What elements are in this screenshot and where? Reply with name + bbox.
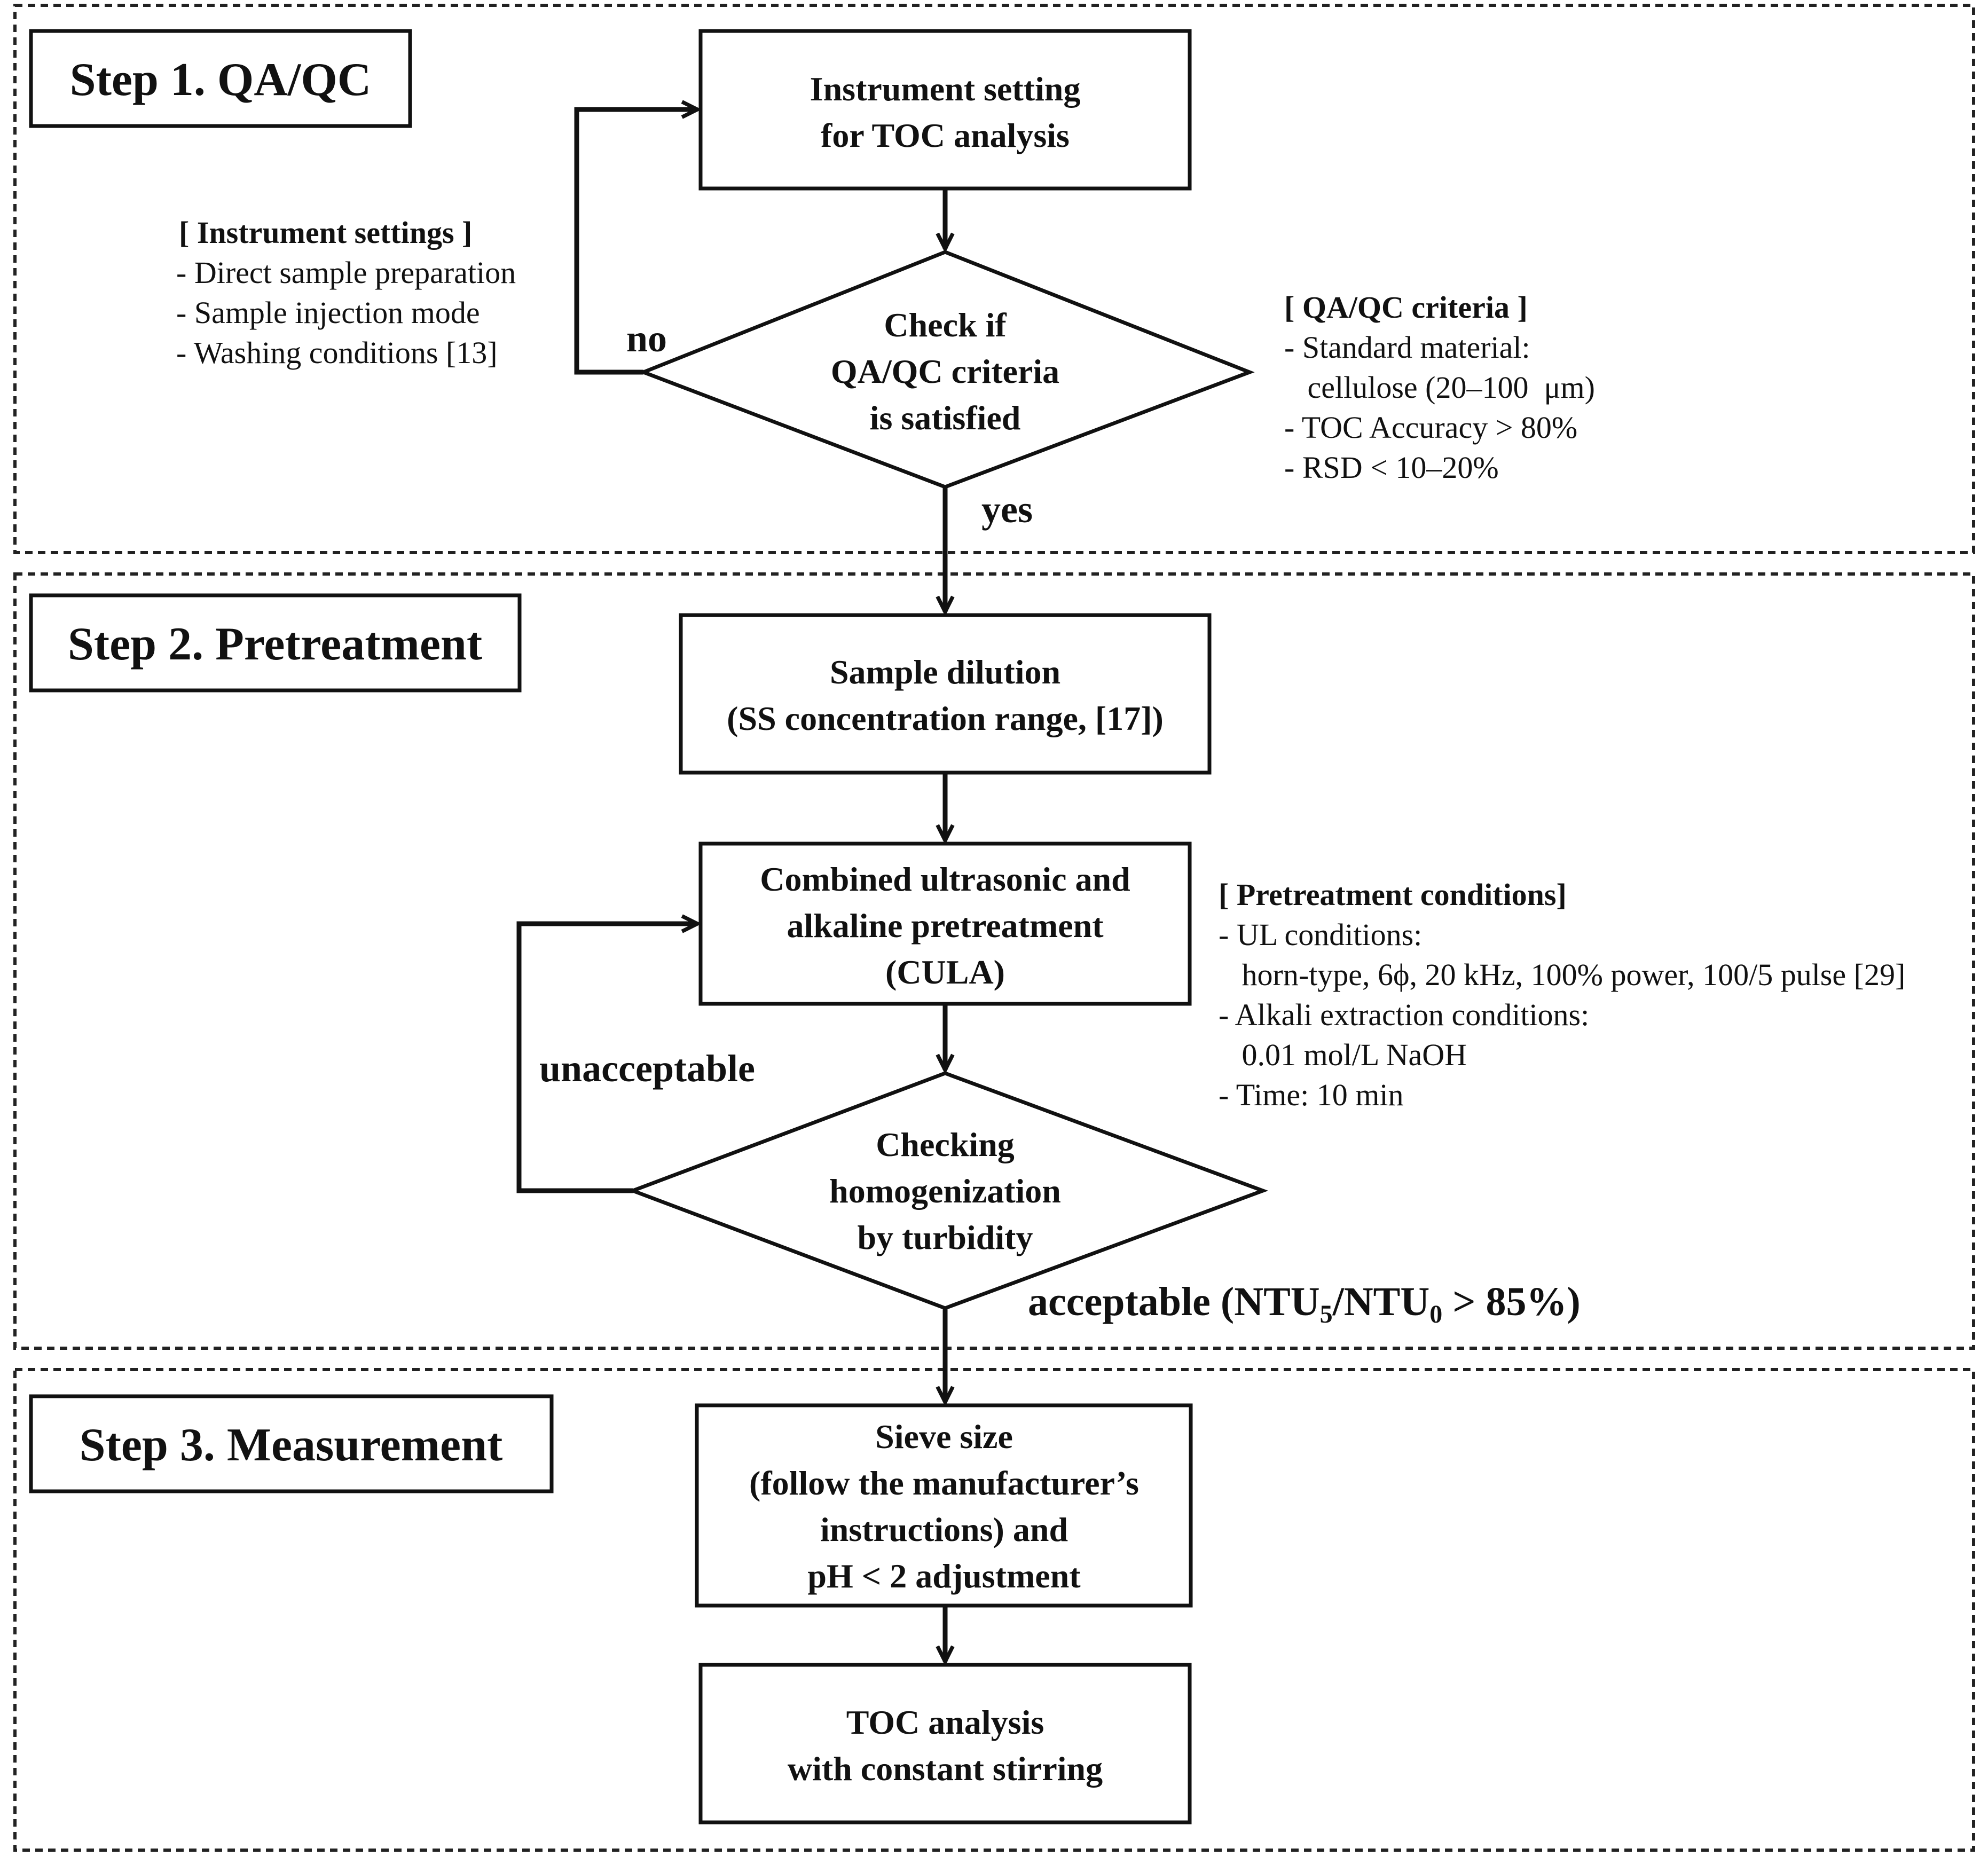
node-instrument-setting-line-2: for TOC analysis xyxy=(821,116,1070,154)
node-toc-analysis-line-2: with constant stirring xyxy=(788,1750,1103,1788)
note-qaqc-criteria-item: - RSD < 10–20% xyxy=(1284,450,1499,485)
note-pretreatment-conditions-item: - Time: 10 min xyxy=(1219,1077,1403,1112)
step-label-1: Step 1. QA/QC xyxy=(29,29,412,128)
node-cula-line-3: (CULA) xyxy=(885,953,1005,991)
node-cula-line-2: alkaline pretreatment xyxy=(787,907,1104,945)
edge-homogenization-unacceptable-loop xyxy=(516,924,697,1193)
edge-check-no-loop xyxy=(574,109,697,375)
section-frame-step1 xyxy=(13,4,1975,554)
node-sample-dilution-line-2: (SS concentration range, [17]) xyxy=(727,699,1164,737)
node-sieve-line-3: instructions) and xyxy=(820,1511,1068,1548)
note-qaqc-criteria-item: cellulose (20–100 μm) xyxy=(1284,370,1595,405)
node-check-homogenization-line-2: homogenization xyxy=(829,1172,1061,1210)
note-qaqc-criteria: [ QA/QC criteria ] - Standard material: … xyxy=(1284,290,1595,485)
node-cula: Combined ultrasonic and alkaline pretrea… xyxy=(698,841,1192,1006)
node-sieve-line-4: pH < 2 adjustment xyxy=(807,1557,1081,1595)
section-frame-step3 xyxy=(13,1368,1975,1852)
node-sieve-line-2: (follow the manufacturer’s xyxy=(749,1464,1139,1502)
section-frame-step2 xyxy=(13,572,1975,1350)
note-qaqc-criteria-title: [ QA/QC criteria ] xyxy=(1284,290,1528,325)
node-sample-dilution-line-1: Sample dilution xyxy=(830,653,1060,691)
node-check-homogenization-line-1: Checking xyxy=(876,1126,1015,1163)
node-check-homogenization-line-3: by turbidity xyxy=(858,1218,1033,1256)
node-check-homogenization: Checking homogenization by turbidity xyxy=(627,1071,1269,1310)
node-toc-analysis-line-1: TOC analysis xyxy=(846,1703,1044,1741)
node-check-qaqc-line-1: Check if xyxy=(884,306,1007,344)
note-instrument-settings-title: [ Instrument settings ] xyxy=(179,215,472,250)
edge-label-unacceptable: unacceptable xyxy=(539,1047,755,1090)
note-pretreatment-conditions-title: [ Pretreatment conditions] xyxy=(1219,877,1567,912)
node-cula-line-1: Combined ultrasonic and xyxy=(760,860,1130,898)
note-pretreatment-conditions-item: 0.01 mol/L NaOH xyxy=(1219,1037,1467,1072)
note-qaqc-criteria-item: - TOC Accuracy > 80% xyxy=(1284,410,1577,445)
note-instrument-settings-item: - Sample injection mode xyxy=(176,295,480,330)
note-instrument-settings-item: - Washing conditions [13] xyxy=(176,335,498,370)
note-instrument-settings-item: - Direct sample preparation xyxy=(176,255,516,290)
node-instrument-setting-line-1: Instrument setting xyxy=(810,70,1081,108)
note-pretreatment-conditions-item: - UL conditions: xyxy=(1219,917,1422,952)
node-check-qaqc-line-2: QA/QC criteria xyxy=(831,352,1059,390)
node-instrument-setting: Instrument setting for TOC analysis xyxy=(698,29,1192,191)
step-label-1-text: Step 1. QA/QC xyxy=(70,54,372,106)
acceptable-sub-2: 0 xyxy=(1429,1300,1442,1328)
note-qaqc-criteria-item: - Standard material: xyxy=(1284,330,1530,365)
node-check-qaqc-line-3: is satisfied xyxy=(870,399,1021,437)
acceptable-prefix: acceptable (NTU xyxy=(1028,1279,1320,1324)
node-sieve-line-1: Sieve size xyxy=(875,1418,1013,1456)
node-check-qaqc: Check if QA/QC criteria is satisfied xyxy=(638,250,1255,489)
acceptable-suffix: > 85%) xyxy=(1442,1279,1581,1324)
note-instrument-settings: [ Instrument settings ] - Direct sample … xyxy=(176,215,516,370)
node-sample-dilution: Sample dilution (SS concentration range,… xyxy=(679,613,1212,775)
edge-label-acceptable: acceptable (NTU5/NTU0 > 85%) xyxy=(1028,1279,1581,1328)
step-label-2-text: Step 2. Pretreatment xyxy=(68,618,482,670)
acceptable-sub-1: 5 xyxy=(1320,1300,1333,1328)
note-pretreatment-conditions: [ Pretreatment conditions] - UL conditio… xyxy=(1219,877,1905,1112)
step-label-2: Step 2. Pretreatment xyxy=(29,593,522,693)
step-label-3-text: Step 3. Measurement xyxy=(80,1419,503,1471)
node-sieve: Sieve size (follow the manufacturer’s in… xyxy=(695,1403,1193,1608)
acceptable-mid: /NTU xyxy=(1332,1279,1430,1324)
edge-label-no: no xyxy=(626,317,667,360)
node-toc-analysis: TOC analysis with constant stirring xyxy=(698,1663,1192,1824)
note-pretreatment-conditions-item: - Alkali extraction conditions: xyxy=(1219,997,1589,1032)
step-label-3: Step 3. Measurement xyxy=(29,1394,554,1493)
edge-label-yes: yes xyxy=(981,488,1033,531)
note-pretreatment-conditions-item: horn-type, 6ϕ, 20 kHz, 100% power, 100/5… xyxy=(1219,957,1905,992)
